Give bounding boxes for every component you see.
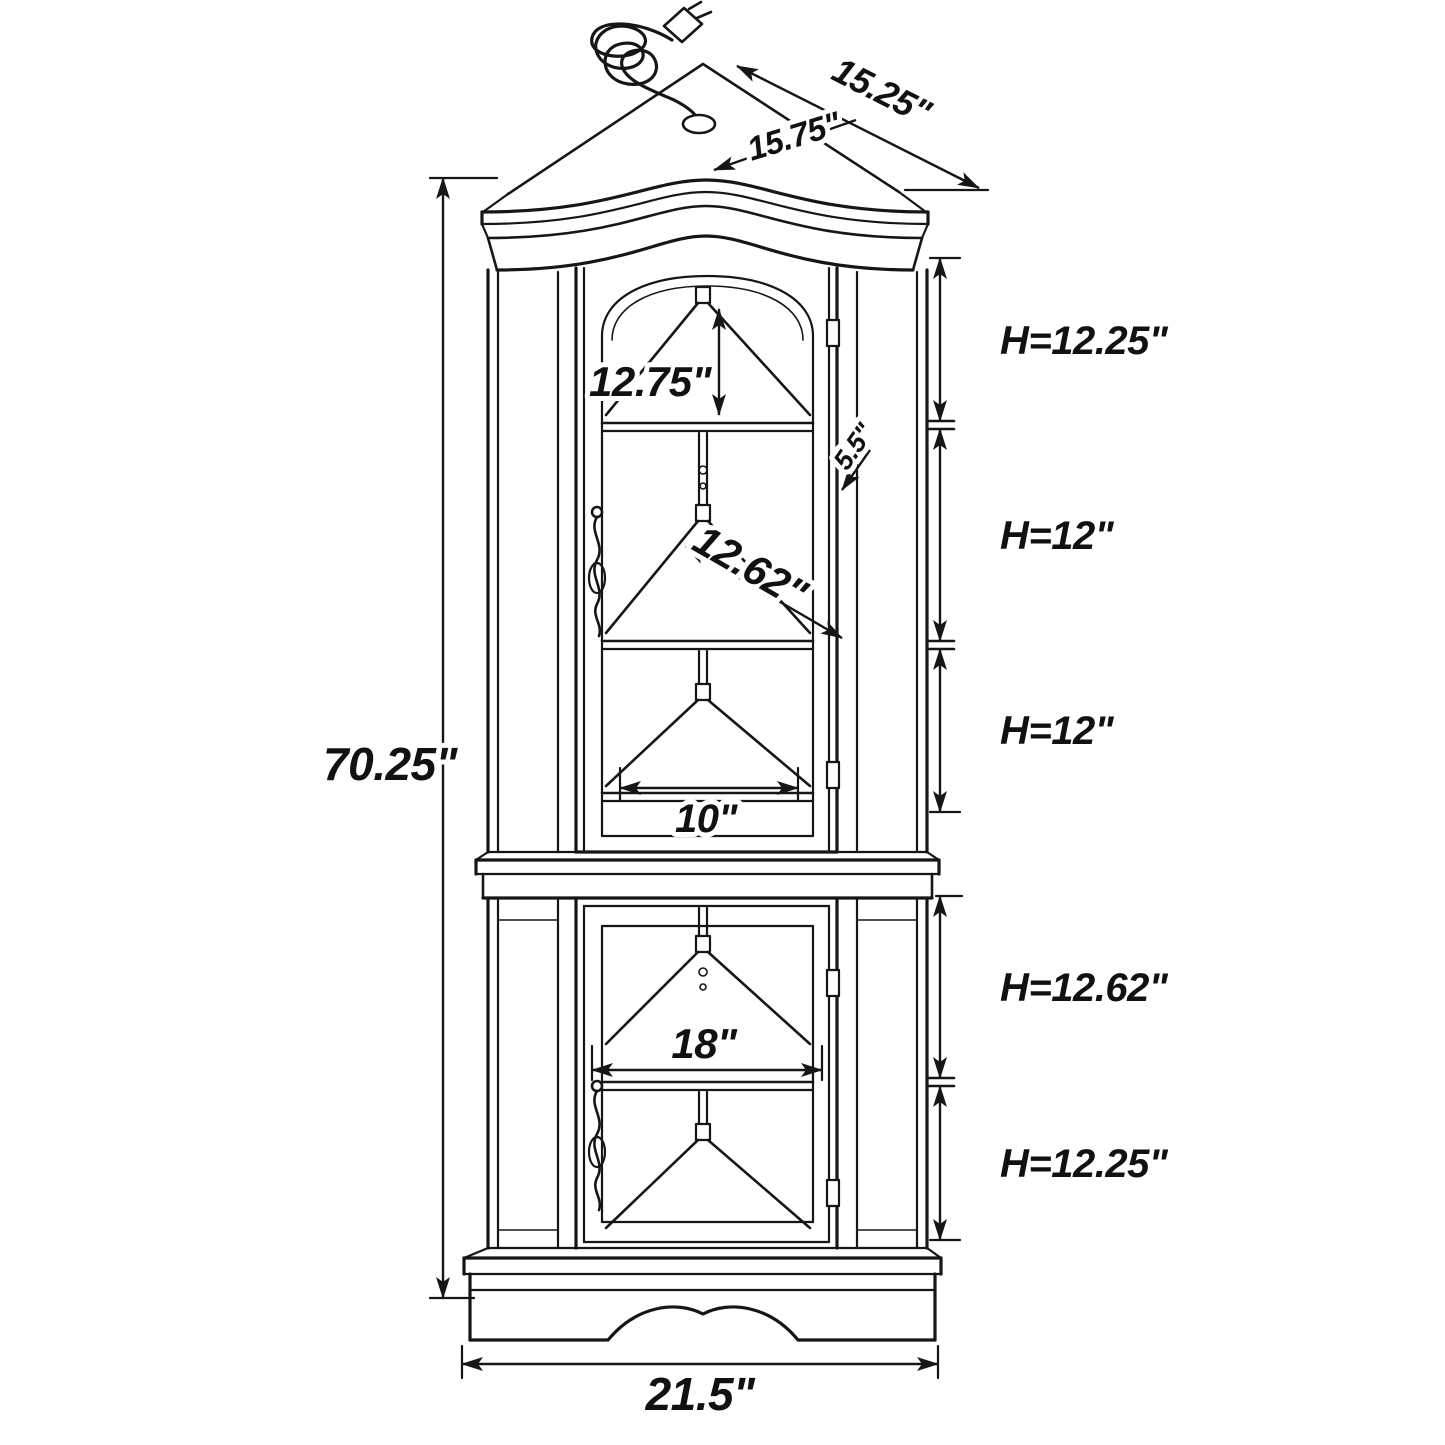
dim-upper-shelf3-label: H=12": [1000, 709, 1115, 753]
dimension-top-left: 15.75": [713, 99, 857, 173]
shelf-corner-post: [694, 285, 712, 305]
dimension-upper-shelf-width: 10": [618, 766, 800, 846]
dim-upper-shelf1-label: H=12.25": [1000, 319, 1169, 363]
door-hinge: [825, 760, 841, 790]
dim-lower-shelf1-label: H=12.62": [1000, 966, 1169, 1010]
dim-interior-height-label: 12.75": [589, 358, 713, 405]
power-cord: [590, 22, 700, 121]
door-hinge: [825, 318, 841, 348]
dimension-total-height: 70.25": [318, 176, 499, 1300]
dim-shelf-diagonal-label: 12.62": [686, 516, 817, 619]
shelf-corner-post: [694, 1122, 712, 1142]
dimension-lower-shelf-width: 18": [590, 1015, 824, 1082]
power-plug-icon: [662, 0, 713, 44]
dim-top-right-label: 15.25": [826, 49, 939, 133]
door-hinge: [825, 968, 841, 998]
dim-base-width-label: 21.5": [645, 1368, 757, 1420]
upper-door-handle: [587, 505, 607, 638]
door-hinge: [825, 1178, 841, 1208]
dim-lower-shelf2-label: H=12.25": [1000, 1142, 1169, 1186]
crown-molding: [480, 178, 930, 272]
dim-total-height-label: 70.25": [323, 738, 459, 790]
base-molding: [462, 1246, 943, 1342]
lower-door-handle: [587, 1079, 607, 1212]
dimension-shelf-diagonal: 12.62": [681, 511, 843, 640]
dim-upper-shelf2-label: H=12": [1000, 514, 1115, 558]
lower-section-frame: [486, 896, 929, 1250]
lower-shelves: [600, 906, 815, 1230]
dimension-shelf-heights: H=12.25" H=12" H=12" H=12.62" H=12.25": [926, 256, 1174, 1242]
shelf-corner-post: [694, 503, 712, 523]
shelf-corner-post: [694, 682, 712, 702]
lower-glass-door: [582, 904, 841, 1244]
dim-top-left-label: 15.75": [743, 104, 846, 167]
shelf-corner-post: [694, 934, 712, 954]
dim-lower-shelf-width-label: 18": [671, 1020, 738, 1067]
waist-molding: [474, 850, 941, 900]
cord-hole: [681, 113, 717, 135]
dimension-upper-interior-height: 12.75": [584, 308, 726, 416]
dim-upper-shelf-width-label: 10": [675, 797, 738, 841]
dimension-base-width: 21.5": [460, 1344, 940, 1425]
